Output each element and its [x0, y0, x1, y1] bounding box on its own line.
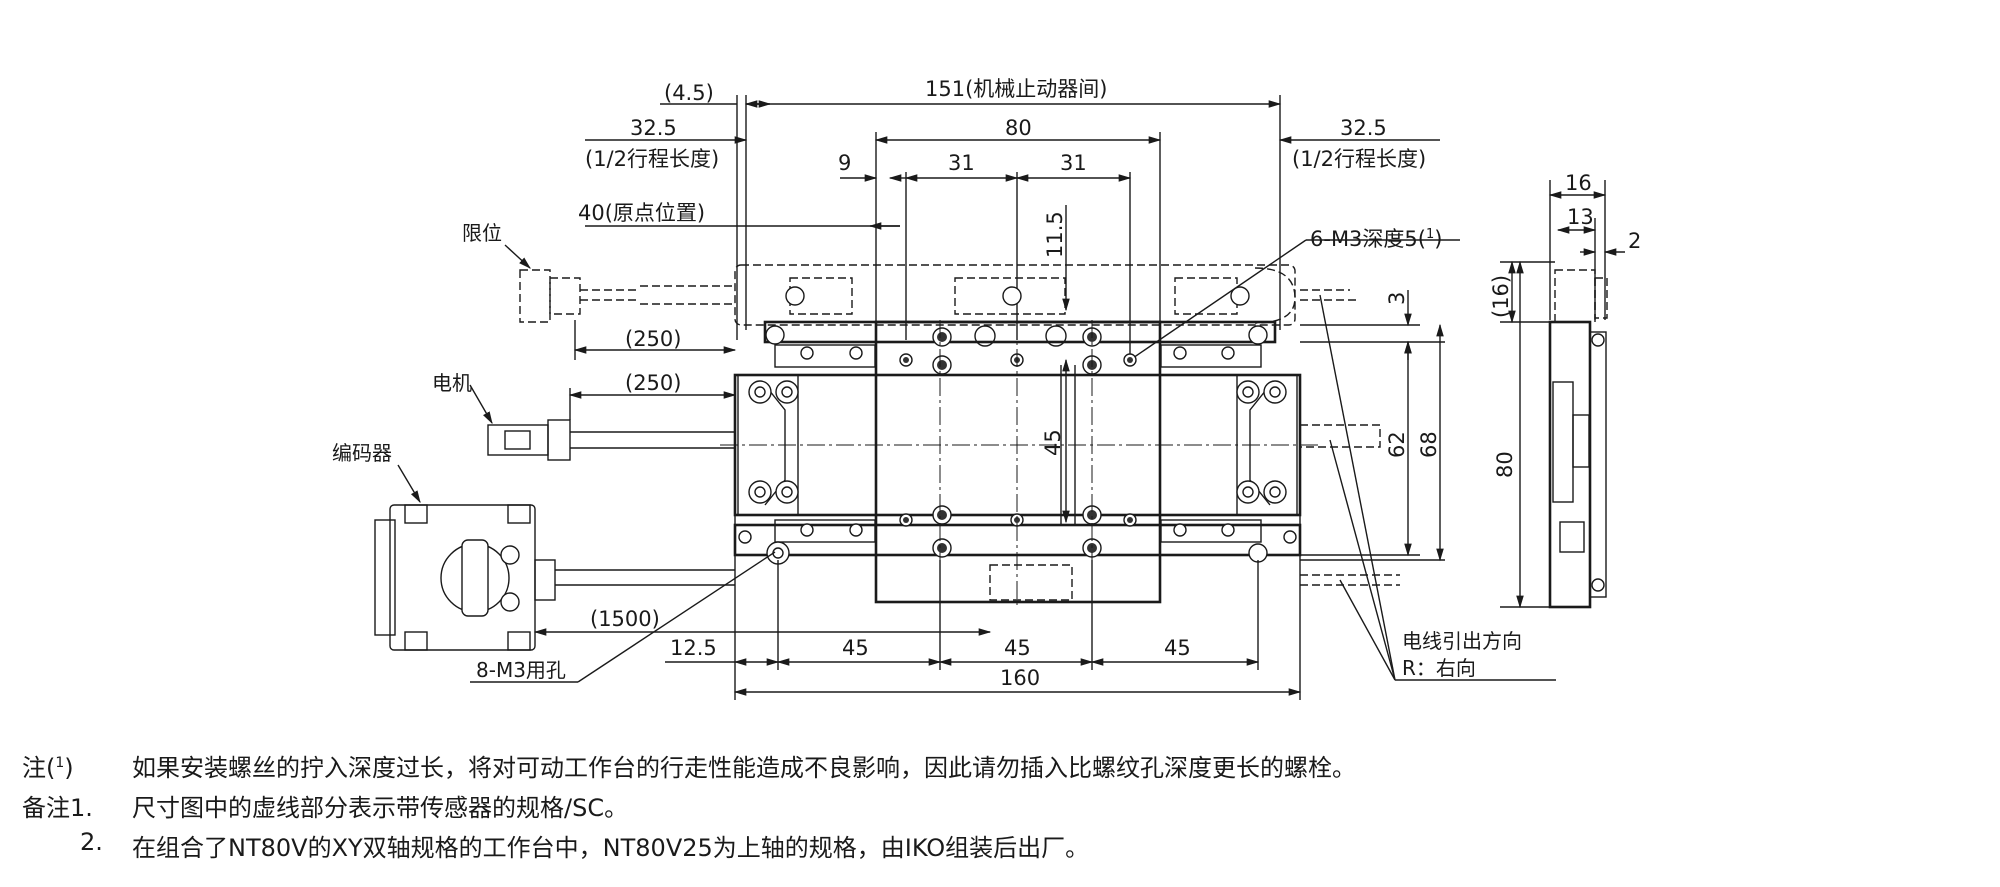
note-1-text: 如果安装螺丝的拧入深度过长，将对可动工作台的行走性能造成不良影响，因此请勿插入比…	[132, 754, 1356, 782]
dim-13: 13	[1567, 205, 1594, 229]
dim-45a: 45	[842, 636, 869, 660]
dim-160: 160	[1000, 666, 1040, 690]
dim-16-vertical: (16)	[1489, 275, 1513, 318]
note-2-text: 尺寸图中的虚线部分表示带传感器的规格/SC。	[132, 794, 629, 822]
dim-151: 151(机械止动器间)	[925, 77, 1107, 101]
dim-32-5-left: 32.5	[630, 116, 677, 140]
dim-16-horizontal: 16	[1565, 171, 1592, 195]
dim-62: 62	[1385, 431, 1409, 458]
dim-45-vertical: 45	[1041, 429, 1065, 456]
dim-6-m3: 6-M3深度5(1)	[1310, 227, 1442, 251]
encoder-label: 编码器	[332, 441, 392, 465]
dim-32-5-left-note: (1/2行程长度)	[585, 147, 719, 171]
dim-80-vertical: 80	[1493, 451, 1517, 478]
dim-11-5: 11.5	[1043, 211, 1067, 258]
cable-direction-label: 电线引出方向	[1402, 629, 1522, 653]
note-3-text: 在组合了NT80V的XY双轴规格的工作台中，NT80V25为上轴的规格，由IKO…	[132, 834, 1090, 862]
top-dimensions: (4.5) 151(机械止动器间) 32.5 (1/2行程长度) 80 32.5…	[578, 77, 1460, 361]
dim-12-5: 12.5	[670, 636, 717, 660]
note-2-prefix: 备注1.	[22, 794, 93, 822]
dim-4-5: (4.5)	[664, 81, 714, 105]
dim-250-motor: (250)	[625, 371, 681, 395]
bottom-dimensions: 12.5 45 45 45 160	[665, 515, 1302, 700]
dim-80: 80	[1005, 116, 1032, 140]
dim-40-origin: 40(原点位置)	[578, 201, 705, 225]
dim-32-5-right: 32.5	[1340, 116, 1387, 140]
limit-label: 限位	[462, 221, 502, 245]
right-dimensions: 3 62 68 电线引出方向 R：右向	[1299, 289, 1556, 681]
note-3-prefix: 2.	[80, 828, 103, 856]
cable-direction-r: R：右向	[1402, 656, 1476, 680]
dim-32-5-right-note: (1/2行程长度)	[1292, 147, 1426, 171]
cables-left: 限位 (250) 电机 (250) 编码器 (1500)	[332, 221, 992, 683]
dim-68: 68	[1417, 431, 1441, 458]
dim-31a: 31	[948, 151, 975, 175]
dim-31b: 31	[1060, 151, 1087, 175]
side-view: 16 13 2 (16) 80	[1489, 171, 1641, 609]
hole-8m3-label: 8-M3用孔	[476, 658, 566, 682]
note-1-prefix: 注(1)	[22, 754, 74, 782]
dim-2: 2	[1628, 229, 1641, 253]
motor-label: 电机	[432, 371, 472, 395]
dim-9: 9	[838, 151, 851, 175]
dim-1500: (1500)	[590, 607, 660, 631]
dim-45c: 45	[1164, 636, 1191, 660]
main-body-top-view: 45	[720, 264, 1320, 605]
mounting-holes	[738, 325, 1297, 565]
dim-3: 3	[1385, 292, 1409, 305]
dim-250-limit: (250)	[625, 327, 681, 351]
dim-45b: 45	[1004, 636, 1031, 660]
